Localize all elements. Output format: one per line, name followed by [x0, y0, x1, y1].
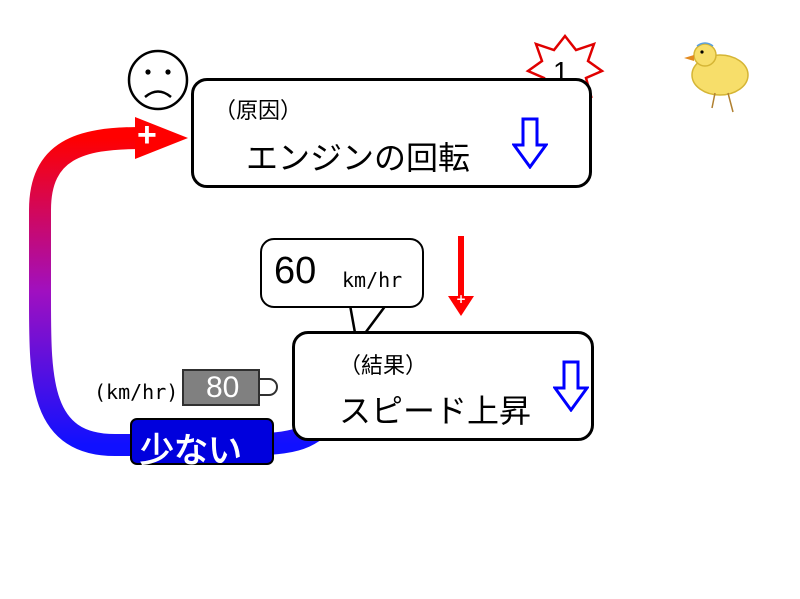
feedback-loop-arrowhead: [135, 117, 188, 159]
speed-meter: 80: [182, 369, 260, 406]
status-badge: 少ない: [130, 418, 274, 471]
speed-meter-unit: (km/hr): [94, 380, 179, 404]
speed-callout: 60 km/hr: [260, 238, 424, 308]
cause-effect-link-arrow: [448, 236, 474, 316]
cause-box: （原因） エンジンの回転: [191, 78, 592, 188]
cause-label: エンジンの回転: [246, 139, 471, 177]
down-arrow-icon: [512, 117, 548, 169]
loop-sign: +: [137, 116, 157, 154]
link-sign: +: [456, 292, 467, 306]
cause-tag: （原因）: [214, 99, 303, 124]
speed-meter-knob: [258, 378, 278, 396]
sad-face-icon: [127, 49, 189, 111]
effect-box: （結果） スピード上昇: [292, 331, 594, 441]
speed-callout-value: 60: [274, 250, 317, 292]
down-arrow-icon: [553, 360, 589, 412]
effect-label: スピード上昇: [339, 392, 532, 430]
speed-callout-unit: km/hr: [342, 268, 403, 292]
status-badge-label: 少ない: [140, 431, 242, 471]
badge-number: 1: [553, 56, 569, 87]
speed-meter-value: 80: [206, 371, 240, 404]
chick-drawing-icon: [684, 42, 749, 113]
effect-tag: （結果）: [339, 354, 428, 379]
